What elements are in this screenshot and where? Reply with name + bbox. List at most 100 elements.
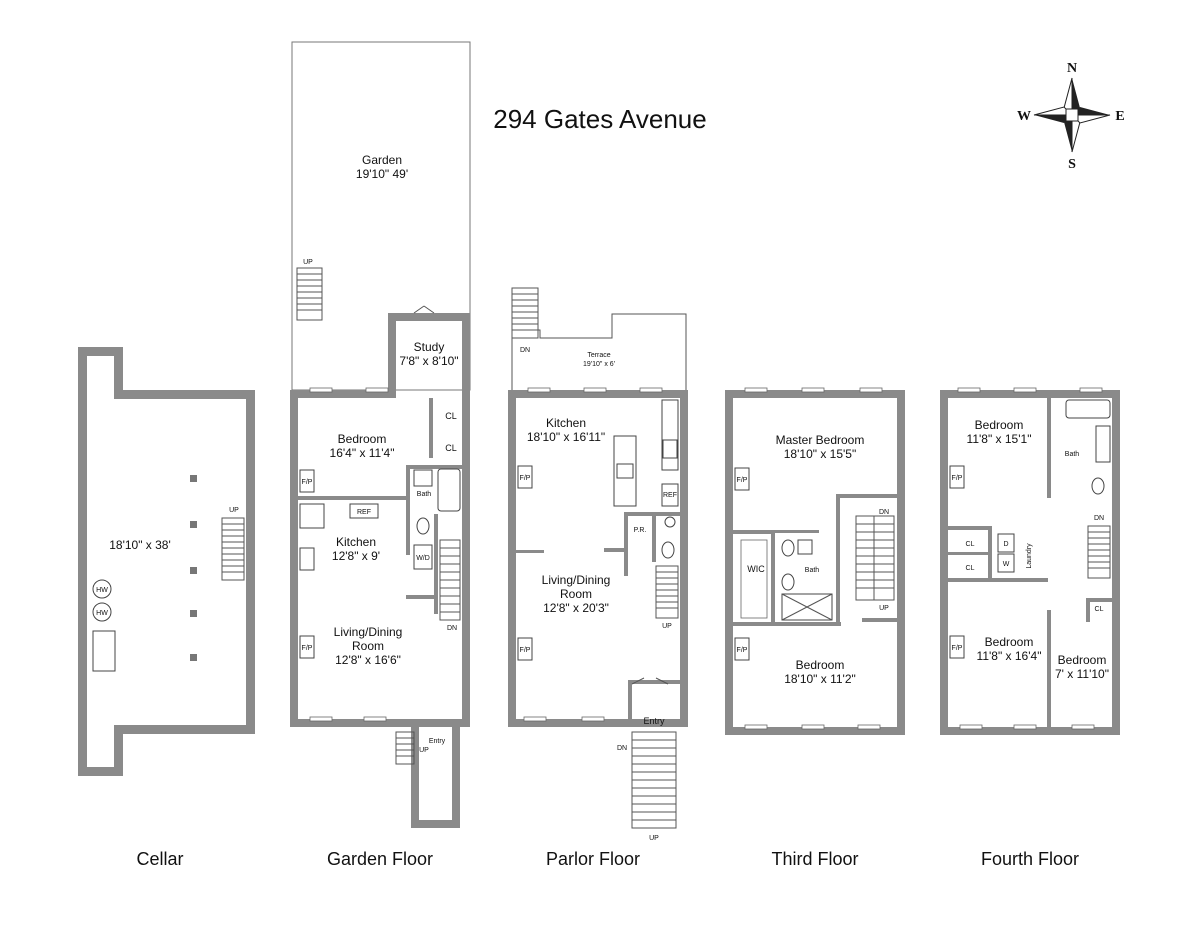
garden-dn-label: DN	[447, 625, 457, 632]
floor-label-parlor: Parlor Floor	[546, 849, 640, 869]
terrace-dims: 19'10" x 6'	[583, 361, 615, 368]
garden-entry-stairs	[395, 731, 415, 765]
garden-kitchen-name: Kitchen	[336, 535, 376, 549]
fourth-bedroom2-name: Bedroom	[985, 635, 1034, 649]
terrace-name: Terrace	[587, 352, 610, 359]
parlor-up2-label: UP	[649, 835, 659, 842]
floor-label-third: Third Floor	[771, 849, 858, 869]
third-bedroom-dims: 18'10" x 11'2"	[784, 672, 856, 686]
stove-icon	[299, 547, 315, 571]
column	[190, 610, 197, 617]
cellar-plan: 18'10" x 38' UP HW HW	[78, 347, 255, 776]
bathtub-icon	[1065, 399, 1111, 419]
toilet-icon	[416, 517, 430, 535]
study-dims: 7'8" x 8'10"	[399, 354, 458, 368]
column	[190, 521, 197, 528]
column	[190, 475, 197, 482]
toilet-icon	[1091, 477, 1105, 495]
compass-south: S	[1068, 157, 1076, 172]
refrigerator-icon	[349, 503, 379, 519]
fp-label: F/P	[520, 647, 531, 654]
washer-dryer-icon	[413, 544, 433, 570]
parlor-dn-label: DN	[520, 347, 530, 354]
parlor-kitchen-name: Kitchen	[546, 416, 586, 430]
fireplace-icon	[299, 635, 315, 659]
parlor-ref-label: REF	[663, 492, 677, 499]
garden-room-name: Garden	[362, 153, 402, 167]
hw-label: HW	[96, 610, 108, 617]
parlor-kitchen-dims: 18'10" x 16'11"	[527, 430, 605, 444]
stove-icon	[662, 439, 678, 459]
fp-label: F/P	[520, 475, 531, 482]
garden-wd-label: W/D	[416, 555, 430, 562]
fourth-cl3-label: CL	[1095, 606, 1104, 613]
closet-label: CL	[966, 565, 975, 572]
fourth-dn-label: DN	[1094, 515, 1104, 522]
parlor-living-name-1: Living/Dining	[542, 573, 611, 587]
fourth-bedroom1-dims: 11'8" x 15'1"	[967, 432, 1032, 446]
fp-label: F/P	[302, 479, 313, 486]
master-bedroom-dims: 18'10" x 15'5"	[784, 447, 857, 461]
stoop-stairs	[631, 731, 677, 829]
closet-label: CL	[445, 411, 457, 421]
fourth-floor-plan: Bedroom 11'8" x 15'1" Bath F/P F/P CL CL…	[940, 387, 1120, 735]
parlor-living-dims: 12'8" x 20'3"	[543, 601, 609, 615]
garden-living-name-1: Living/Dining	[334, 625, 403, 639]
garden-stairs	[296, 267, 323, 321]
cellar-dimensions: 18'10" x 38'	[109, 538, 171, 552]
fourth-bedroom3-dims: 7' x 11'10"	[1055, 667, 1109, 681]
garden-yard	[291, 41, 471, 391]
kitchen-counter	[661, 399, 679, 471]
garden-interior-stairs	[439, 539, 461, 621]
garden-floor-plan: Garden 19'10" 49' UP Study 7'8" x 8'1	[290, 41, 471, 828]
fp-label: F/P	[737, 477, 748, 484]
garden-up-label: UP	[303, 259, 313, 266]
garden-living-dims: 12'8" x 16'6"	[335, 653, 401, 667]
dryer-label: D	[1003, 541, 1008, 548]
plan-title: 294 Gates Avenue	[493, 104, 706, 134]
parlor-dn2-label: DN	[617, 745, 627, 752]
fp-label: F/P	[737, 647, 748, 654]
cellar-walls	[78, 347, 255, 776]
garden-ref-label: REF	[357, 509, 371, 516]
garden-bedroom-name: Bedroom	[338, 432, 387, 446]
water-heater-icon	[92, 579, 112, 599]
bathtub-icon	[437, 468, 461, 512]
third-floor-plan: Master Bedroom 18'10" x 15'5" F/P F/P WI…	[725, 387, 905, 735]
study-name: Study	[414, 340, 445, 354]
compass-west: W	[1017, 109, 1031, 124]
floor-label-garden: Garden Floor	[327, 849, 433, 869]
column	[190, 654, 197, 661]
compass-east: E	[1115, 109, 1124, 124]
parlor-entry-label: Entry	[643, 716, 665, 726]
column	[190, 567, 197, 574]
toilet-icon	[661, 541, 675, 559]
parlor-floor-plan: Terrace 19'10" x 6' DN Kitchen 18'10" x …	[508, 287, 688, 842]
terrace-stairs	[511, 287, 539, 339]
third-floor-stairs	[855, 515, 895, 601]
water-heater-icon	[92, 602, 112, 622]
kitchen-sink-icon	[616, 463, 634, 479]
fp-label: F/P	[952, 645, 963, 652]
wic-shelving	[740, 539, 768, 619]
fireplace-icon	[949, 465, 965, 489]
washer-icon	[997, 553, 1015, 573]
parlor-up-label: UP	[662, 623, 672, 630]
garden-floor-walls	[290, 313, 470, 727]
fireplace-icon	[517, 465, 533, 489]
garden-entry-label: Entry	[429, 738, 446, 745]
powder-room-label: P.R.	[634, 527, 647, 534]
fireplace-icon	[517, 637, 533, 661]
closet-label: CL	[445, 443, 457, 453]
garden-kitchen-dims: 12'8" x 9'	[332, 549, 380, 563]
sink-icon	[413, 469, 433, 487]
garden-bath-label: Bath	[417, 491, 432, 498]
fireplace-icon	[734, 637, 750, 661]
cellar-up-label: UP	[229, 507, 239, 514]
third-up-label: UP	[879, 605, 889, 612]
floor-label-fourth: Fourth Floor	[981, 849, 1079, 869]
fourth-bedroom2-dims: 11'8" x 16'4"	[977, 649, 1042, 663]
boiler-box	[92, 630, 116, 672]
dryer-icon	[997, 533, 1015, 553]
